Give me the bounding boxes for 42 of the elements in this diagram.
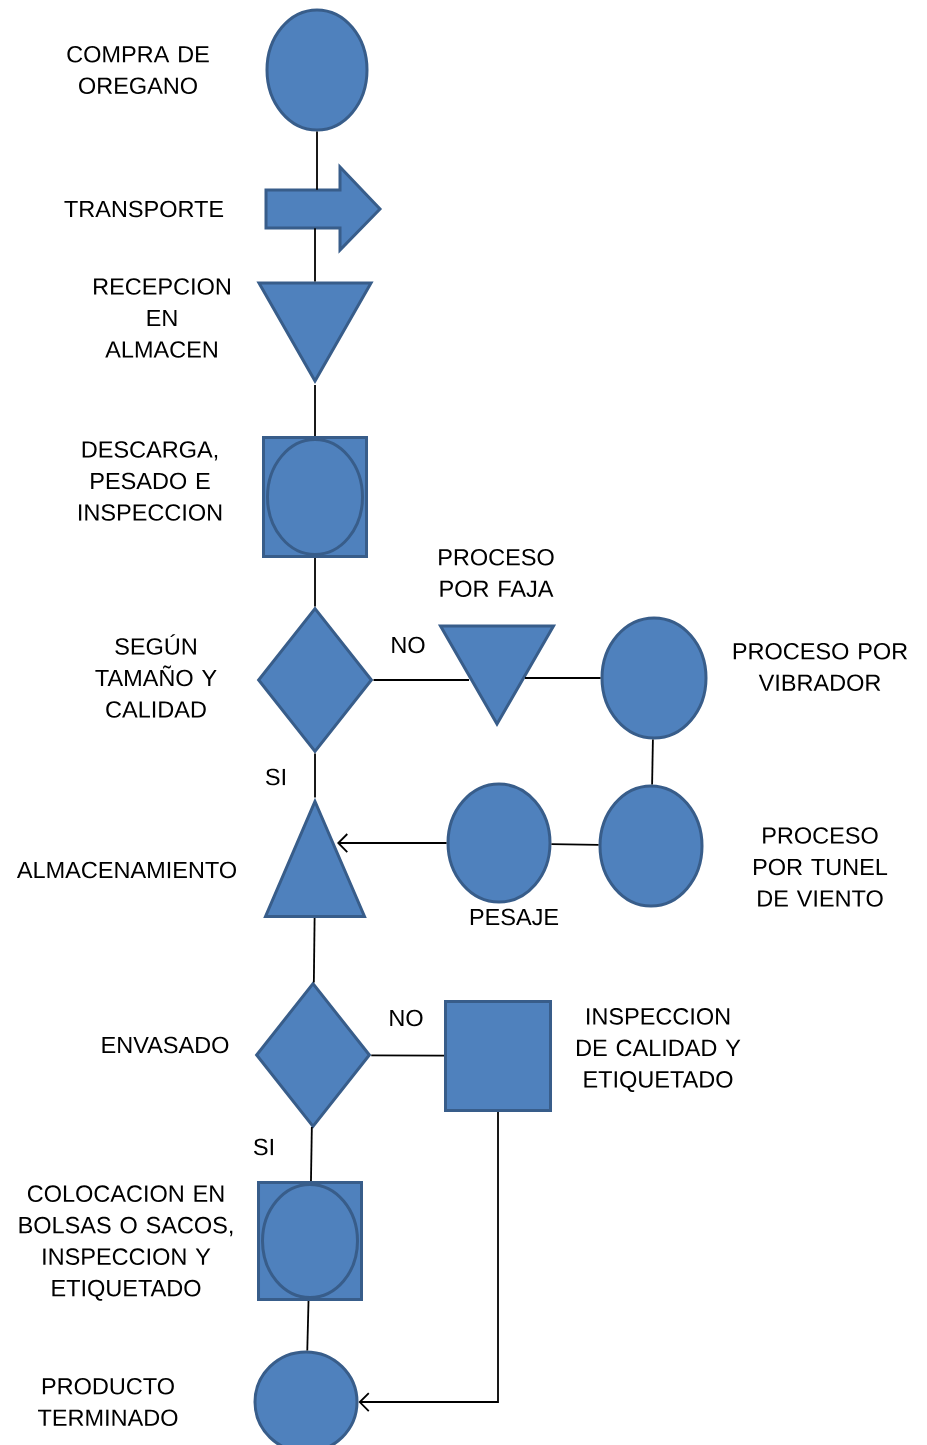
- transport-symbol: [264, 163, 383, 254]
- square-symbol: [262, 436, 368, 558]
- step-label: RECEPCION EN ALMACEN: [94, 278, 230, 358]
- connector-line: [314, 752, 316, 799]
- step-label: PRODUCTO TERMINADO: [38, 1377, 178, 1427]
- arrow: [358, 1111, 499, 1412]
- edge-label: NO: [390, 1009, 423, 1027]
- connector-line: [314, 557, 316, 608]
- step-label: TRANSPORTE: [64, 200, 224, 218]
- connector-line: [310, 1126, 313, 1182]
- circle-symbol: [265, 8, 369, 132]
- step-label: SEGÚN TAMAÑO Y CALIDAD: [95, 634, 217, 718]
- step-label: ALMACENAMIENTO: [16, 861, 236, 879]
- connector-line: [550, 843, 600, 846]
- step-label: INSPECCION DE CALIDAD Y ETIQUETADO: [577, 1008, 741, 1092]
- step-label: DESCARGA, PESADO E INSPECCION: [79, 441, 222, 521]
- circle-symbol: [598, 784, 704, 908]
- step-label: COMPRA DE OREGANO: [67, 45, 209, 95]
- step-label: COLOCACION EN BOLSAS O SACOS, INSPECCION Y ETIQUETADO: [19, 1185, 233, 1301]
- connector-line: [372, 679, 470, 681]
- circle-symbol: [253, 1350, 359, 1445]
- edge-label: NO: [392, 636, 425, 654]
- connector-line: [370, 1054, 445, 1057]
- connector-line: [651, 738, 654, 786]
- circle-symbol: [446, 782, 552, 904]
- connector-line: [524, 677, 602, 679]
- arrow: [337, 833, 448, 853]
- connector-line: [316, 130, 318, 191]
- edge-label: SI: [265, 768, 285, 786]
- square-symbol: [444, 1000, 552, 1112]
- step-label: PESAJE: [470, 908, 559, 926]
- step-label: PROCESO POR TUNEL DE VIENTO: [754, 827, 888, 907]
- connector-line: [314, 227, 316, 283]
- edge-label: SI: [253, 1138, 273, 1156]
- step-label: PROCESO POR FAJA: [439, 548, 554, 598]
- connector-line: [312, 917, 316, 984]
- circle-symbol: [600, 616, 708, 740]
- connector-line: [306, 1300, 310, 1352]
- square-symbol: [257, 1181, 363, 1301]
- step-label: ENVASADO: [102, 1036, 229, 1054]
- step-label: PROCESO POR VIBRADOR: [733, 642, 908, 692]
- connector-line: [314, 384, 316, 437]
